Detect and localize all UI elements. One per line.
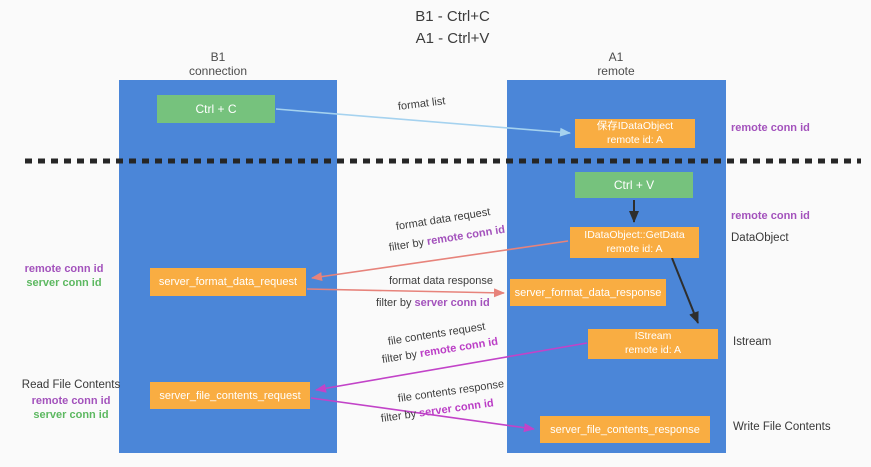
lane-header-b1: B1 connection <box>168 50 268 79</box>
node-server-format-data-request: server_format_data_request <box>150 268 306 296</box>
title-line-1: B1 - Ctrl+C <box>415 8 490 25</box>
lane-a1-role: remote <box>597 64 635 79</box>
label-istream: Istream <box>733 336 772 348</box>
filter-key-remote-conn-id: remote conn id <box>426 223 506 248</box>
node-format-response-label: server_format_data_response <box>514 286 662 299</box>
filter-by-prefix: filter by <box>376 297 415 309</box>
label-group-format-conn-ids: remote conn id server conn id <box>14 262 114 290</box>
filter-by-prefix: filter by <box>388 236 428 254</box>
label-format-list: format list <box>397 95 447 113</box>
label-remote-conn-id-mid-right: remote conn id <box>731 210 810 222</box>
node-server-format-data-response: server_format_data_response <box>510 279 666 306</box>
label-write-file-contents: Write File Contents <box>733 421 831 433</box>
node-istream-line2: remote id: A <box>624 344 682 356</box>
node-getdata-line1: IDataObject::GetData <box>584 228 685 241</box>
label-remote-conn-id-file-left: remote conn id <box>31 395 111 407</box>
lane-a1-name: A1 <box>608 50 624 64</box>
lane-header-a1: A1 remote <box>566 50 666 79</box>
node-server-file-contents-request: server_file_contents_request <box>150 382 310 409</box>
node-save-idataobject-line2: remote id: A <box>606 133 664 146</box>
label-format-data-response: format data response <box>389 275 493 287</box>
filter-by-prefix: filter by <box>381 348 421 366</box>
label-remote-conn-id-top-right: remote conn id <box>731 122 810 134</box>
node-file-response-label: server_file_contents_response <box>550 423 700 436</box>
diagram-title: B1 - Ctrl+C A1 - Ctrl+V <box>0 6 871 50</box>
node-ctrl-v-label: Ctrl + V <box>613 178 655 192</box>
label-server-conn-id-format-left: server conn id <box>26 277 102 289</box>
label-file-response-filter: filter by server conn id <box>380 397 494 425</box>
node-save-idataobject-line1: 保存IDataObject <box>596 119 674 132</box>
label-read-file-contents: Read File Contents <box>21 379 121 391</box>
node-idataobject-getdata: IDataObject::GetData remote id: A <box>570 227 699 258</box>
label-dataobject: DataObject <box>731 232 789 244</box>
node-save-idataobject: 保存IDataObject remote id: A <box>575 119 695 148</box>
node-file-request-label: server_file_contents_request <box>159 389 301 402</box>
node-server-file-contents-response: server_file_contents_response <box>540 416 710 443</box>
node-getdata-line2: remote id: A <box>606 242 663 255</box>
filter-key-server-conn-id: server conn id <box>414 297 490 309</box>
node-istream-line1: IStream <box>634 330 672 343</box>
node-ctrl-c-label: Ctrl + C <box>195 102 237 116</box>
label-server-conn-id-file-left: server conn id <box>33 409 109 421</box>
node-format-request-label: server_format_data_request <box>158 276 298 288</box>
node-istream: IStream remote id: A <box>588 329 718 359</box>
node-ctrl-c: Ctrl + C <box>157 95 275 123</box>
node-ctrl-v: Ctrl + V <box>575 172 693 198</box>
lane-b1-role: connection <box>188 64 248 79</box>
label-remote-conn-id-format-left: remote conn id <box>24 263 104 275</box>
label-group-read-file-contents: Read File Contents remote conn id server… <box>21 378 121 422</box>
lane-b1-name: B1 <box>210 50 226 64</box>
label-format-response-filter: filter by server conn id <box>376 297 490 309</box>
filter-by-prefix: filter by <box>380 407 420 425</box>
title-line-2: A1 - Ctrl+V <box>415 29 490 47</box>
